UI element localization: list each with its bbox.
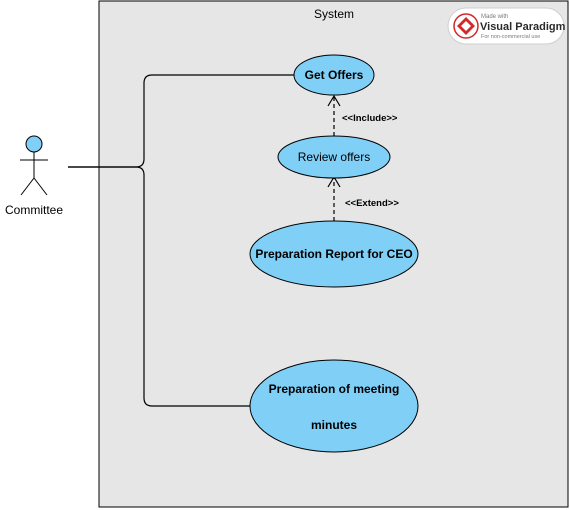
actor-left-leg bbox=[20, 177, 35, 196]
use-case-get-offers-label: Get Offers bbox=[305, 68, 364, 82]
association-get-offers[interactable] bbox=[68, 74, 294, 168]
use-case-preparation-report[interactable]: Preparation Report for CEO bbox=[249, 220, 419, 288]
actor-head bbox=[25, 135, 43, 153]
watermark-note: For non-commercial use bbox=[481, 34, 540, 40]
extend-label: <<Extend>> bbox=[345, 198, 399, 209]
use-case-get-offers[interactable]: Get Offers bbox=[293, 54, 375, 96]
actor-label: Committee bbox=[5, 203, 63, 217]
include-relation[interactable]: <<Include>> bbox=[327, 94, 398, 136]
system-title: System bbox=[314, 7, 354, 21]
use-case-preparation-report-label: Preparation Report for CEO bbox=[255, 247, 412, 261]
actor-right-leg bbox=[33, 177, 48, 196]
use-case-meeting-minutes-label-line1: Preparation of meeting bbox=[269, 382, 400, 396]
use-case-review-offers-label: Review offers bbox=[298, 150, 370, 164]
visual-paradigm-watermark: Made with Visual Paradigm For non-commer… bbox=[447, 7, 566, 45]
actor-committee[interactable]: Committee bbox=[5, 135, 63, 217]
use-case-review-offers[interactable]: Review offers bbox=[277, 135, 391, 179]
include-arrowhead-icon bbox=[327, 94, 341, 107]
watermark-made-with: Made with bbox=[481, 14, 508, 20]
use-case-meeting-minutes-label-line2: minutes bbox=[311, 418, 357, 432]
watermark-brand: Visual Paradigm bbox=[480, 21, 566, 33]
use-case-meeting-minutes[interactable]: Preparation of meeting minutes bbox=[249, 359, 419, 453]
visual-paradigm-logo-icon bbox=[453, 13, 479, 39]
include-label: <<Include>> bbox=[342, 113, 398, 124]
association-meeting-minutes[interactable] bbox=[68, 166, 250, 407]
